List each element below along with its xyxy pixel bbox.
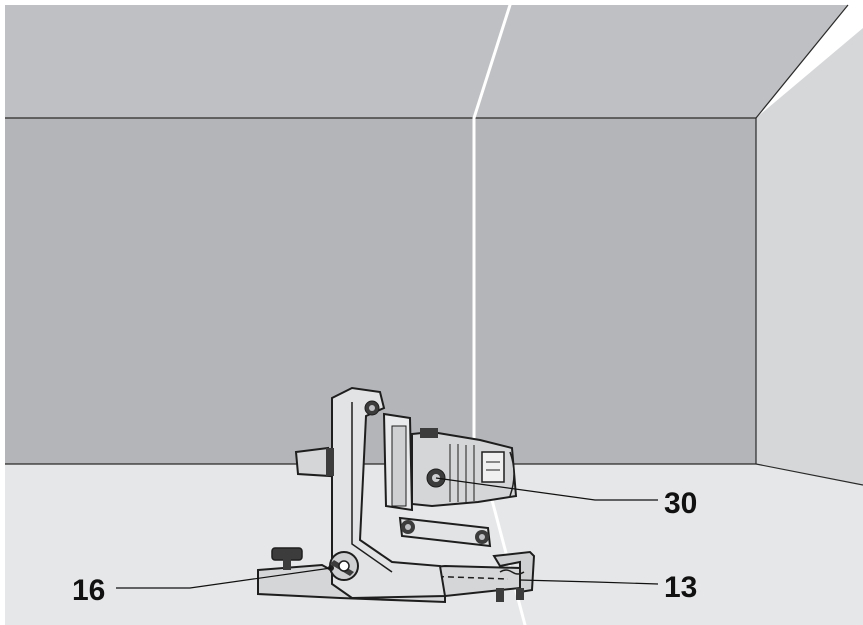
- back-wall: [5, 118, 756, 464]
- bracket-foot: [294, 446, 332, 478]
- room: [5, 4, 863, 625]
- leader-lines: [116, 477, 659, 589]
- wall-bracket: [257, 386, 536, 604]
- clamp-screw-2: [516, 588, 524, 600]
- callout-13: 13: [664, 571, 698, 604]
- bracket-lower-arm: [398, 516, 492, 548]
- ceiling: [5, 5, 848, 118]
- room-edges: [5, 4, 863, 486]
- laser-housing: [411, 430, 518, 508]
- right-wall: [756, 28, 863, 485]
- leader-13: [519, 579, 659, 585]
- leader-30: [435, 477, 658, 501]
- leader-16: [116, 567, 332, 589]
- bracket-arm: [331, 386, 447, 600]
- callout-30: 30: [664, 487, 698, 520]
- callout-16: 16: [72, 574, 106, 607]
- clamp-screw: [496, 588, 504, 602]
- floor: [5, 464, 863, 625]
- bracket-clamp: [492, 550, 536, 594]
